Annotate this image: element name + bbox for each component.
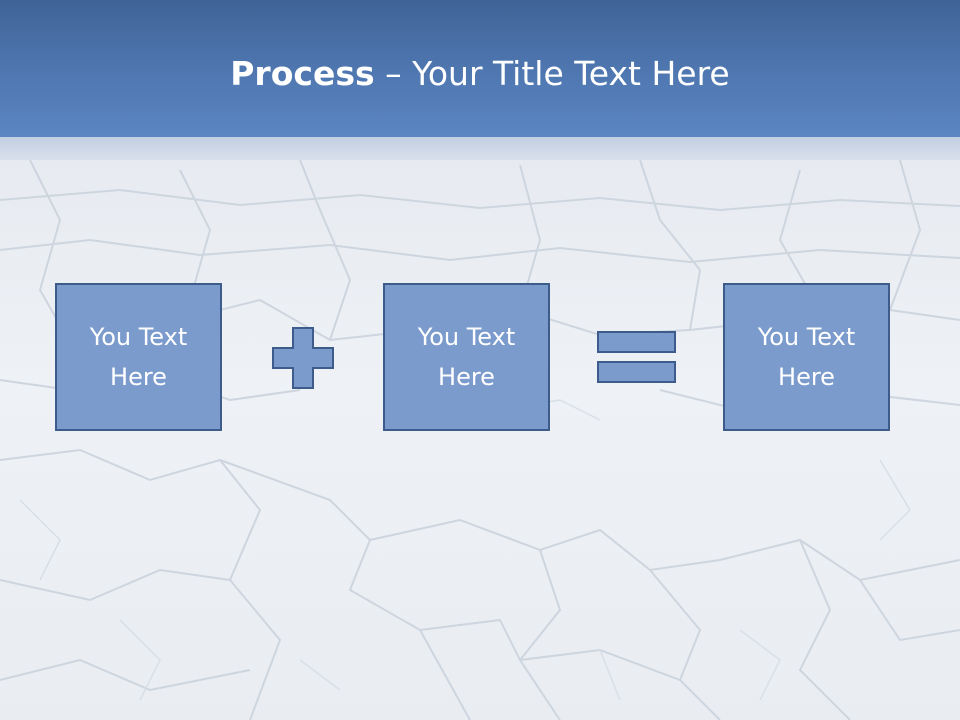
title-bold-text: Process bbox=[230, 54, 375, 93]
process-box-1[interactable]: You Text Here bbox=[55, 283, 222, 431]
process-box-1-label: You Text Here bbox=[89, 323, 188, 391]
process-box-2-label: You Text Here bbox=[417, 323, 516, 391]
equals-icon bbox=[597, 331, 676, 383]
plus-icon bbox=[272, 327, 334, 389]
ice-cracks-graphic bbox=[0, 160, 960, 720]
title-bar: Process – Your Title Text Here bbox=[0, 0, 960, 137]
process-box-3[interactable]: You Text Here bbox=[723, 283, 890, 431]
slide-title[interactable]: Process – Your Title Text Here bbox=[0, 52, 960, 96]
process-box-3-label: You Text Here bbox=[757, 323, 856, 391]
title-rest-text: – Your Title Text Here bbox=[374, 54, 730, 93]
ice-background-image bbox=[0, 160, 960, 720]
process-box-2[interactable]: You Text Here bbox=[383, 283, 550, 431]
